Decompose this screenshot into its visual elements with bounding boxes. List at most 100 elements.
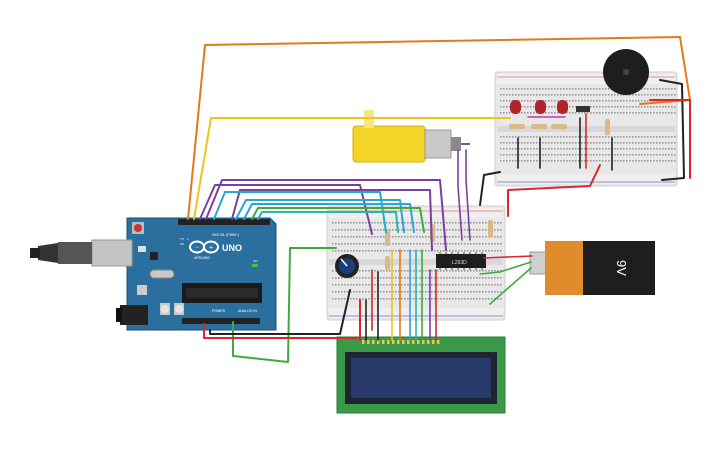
breadboard-hole [512, 94, 514, 96]
breadboard-hole [611, 136, 613, 138]
breadboard-hole [428, 250, 430, 252]
breadboard-hole [653, 106, 655, 108]
breadboard-hole [404, 284, 406, 286]
breadboard-hole [587, 88, 589, 90]
battery-label: 9V [614, 260, 629, 276]
breadboard-hole [467, 298, 469, 300]
breadboard-hole [425, 277, 427, 279]
breadboard-hole [602, 112, 604, 114]
breadboard-hole [656, 88, 658, 90]
breadboard-hole [638, 106, 640, 108]
breadboard-hole [347, 222, 349, 224]
breadboard-hole [611, 106, 613, 108]
breadboard-hole [407, 229, 409, 231]
breadboard-hole [359, 229, 361, 231]
breadboard-hole [551, 106, 553, 108]
breadboard-hole [674, 154, 676, 156]
breadboard-hole [650, 142, 652, 144]
breadboard-hole [452, 250, 454, 252]
breadboard-hole [656, 112, 658, 114]
breadboard-hole [467, 291, 469, 293]
breadboard-hole [569, 154, 571, 156]
breadboard-hole [596, 112, 598, 114]
breadboard-hole [425, 243, 427, 245]
breadboard-hole [554, 154, 556, 156]
breadboard-hole [413, 284, 415, 286]
breadboard-hole [458, 291, 460, 293]
breadboard-hole [437, 243, 439, 245]
breadboard-hole [380, 277, 382, 279]
breadboard-hole [629, 112, 631, 114]
breadboard-hole [374, 243, 376, 245]
breadboard-hole [428, 222, 430, 224]
breadboard-hole [641, 106, 643, 108]
breadboard-hole [569, 160, 571, 162]
breadboard-hole [590, 154, 592, 156]
breadboard-hole [431, 284, 433, 286]
breadboard-hole [620, 94, 622, 96]
breadboard-hole [377, 236, 379, 238]
breadboard-hole [629, 148, 631, 150]
breadboard-hole [572, 154, 574, 156]
breadboard-hole [632, 106, 634, 108]
breadboard-hole [377, 243, 379, 245]
breadboard-hole [548, 94, 550, 96]
breadboard-hole [560, 160, 562, 162]
breadboard-hole [527, 88, 529, 90]
breadboard-hole [620, 154, 622, 156]
breadboard-hole [467, 284, 469, 286]
breadboard-hole [461, 243, 463, 245]
breadboard-hole [641, 94, 643, 96]
breadboard-hole [455, 222, 457, 224]
breadboard-hole [575, 142, 577, 144]
breadboard-hole [458, 250, 460, 252]
breadboard-hole [509, 154, 511, 156]
breadboard-hole [641, 100, 643, 102]
breadboard-hole [386, 250, 388, 252]
breadboard-hole [671, 160, 673, 162]
breadboard-hole [353, 236, 355, 238]
breadboard-hole [449, 222, 451, 224]
breadboard-hole [617, 154, 619, 156]
analog-header-label: ANALOG IN [238, 309, 258, 313]
breadboard-hole [509, 112, 511, 114]
breadboard-hole [437, 222, 439, 224]
tx-label: TX [180, 237, 184, 241]
breadboard-hole [335, 236, 337, 238]
breadboard-hole [455, 298, 457, 300]
breadboard-hole [332, 229, 334, 231]
breadboard-hole [581, 88, 583, 90]
breadboard-hole [467, 277, 469, 279]
breadboard-hole [605, 142, 607, 144]
breadboard-hole [353, 284, 355, 286]
breadboard-hole [494, 222, 496, 224]
breadboard-hole [440, 284, 442, 286]
wires [187, 36, 691, 363]
breadboard-hole [620, 142, 622, 144]
breadboard-hole [509, 148, 511, 150]
breadboard-hole [395, 270, 397, 272]
breadboard-hole [362, 250, 364, 252]
dc-motor [352, 110, 470, 163]
breadboard-hole [515, 160, 517, 162]
chip-pin [457, 268, 459, 270]
breadboard-hole [434, 222, 436, 224]
breadboard-hole [524, 136, 526, 138]
breadboard-hole [440, 270, 442, 272]
breadboard-hole [668, 142, 670, 144]
breadboard-hole [545, 88, 547, 90]
buzzer-icon [603, 49, 649, 95]
breadboard-hole [458, 236, 460, 238]
breadboard-hole [584, 136, 586, 138]
lcd-pin [392, 340, 395, 344]
breadboard-hole [512, 88, 514, 90]
breadboard-hole [554, 142, 556, 144]
breadboard-hole [443, 284, 445, 286]
breadboard-hole [641, 112, 643, 114]
breadboard-hole [596, 88, 598, 90]
breadboard-hole [449, 250, 451, 252]
breadboard-hole [530, 136, 532, 138]
breadboard-hole [389, 291, 391, 293]
breadboard-hole [674, 136, 676, 138]
